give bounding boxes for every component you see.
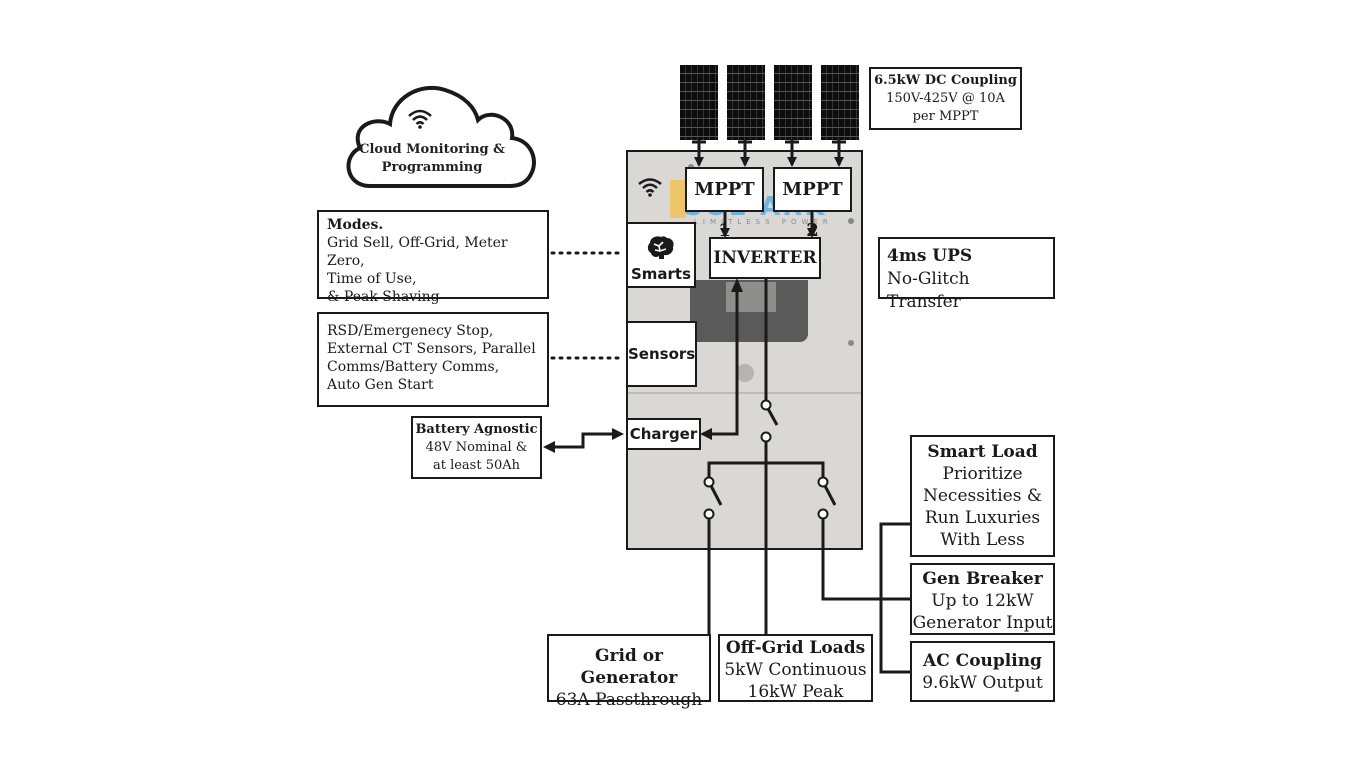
upper-switch-top-contact [760,399,772,411]
brand-logo-subtext: LIMITLESS POWER [694,218,833,226]
grid-generator-box: Grid or Generator 63A Passthrough [547,634,711,710]
charger-box: Charger [626,418,701,450]
brand-logo-sun [670,180,686,218]
ac-coupling-title: AC Coupling [923,651,1042,671]
modes-line: & Peak Shaving [327,289,440,305]
solar-panel-icon [727,65,765,140]
gen-breaker-title: Gen Breaker [922,569,1043,589]
grid-generator-line: 63A Passthrough [555,690,703,710]
smart-load-line: Necessities & [923,486,1042,506]
battery-box: Battery Agnostic 48V Nominal & at least … [411,416,542,479]
battery-voltage: 48V Nominal & [425,440,528,455]
solar-panel-icon [821,65,859,140]
device-screw [848,340,854,346]
mppt1-box: MPPT 1 [685,167,764,241]
smart-load-bracket [879,522,910,674]
offgrid-loads-box: Off-Grid Loads 5kW Continuous 16kW Peak [718,634,873,702]
mppt2-box: MPPT 2 [773,167,852,241]
offgrid-loads-line: 5kW Continuous [724,660,867,680]
inverter-charger-link [706,292,739,436]
modes-box: Modes. Grid Sell, Off-Grid, Meter Zero, … [317,210,549,305]
smart-load-line: With Less [940,530,1025,550]
gen-breaker-box: Gen Breaker Up to 12kW Generator Input [910,563,1055,635]
sensors-info-line: Auto Gen Start [327,377,434,393]
upper-switch-bottom-contact [760,431,772,443]
modes-title: Modes. [327,217,384,233]
cloud-label: Cloud Monitoring & Programming [352,141,512,177]
smarts-label: Smarts [630,265,692,283]
dc-coupling-voltage: 150V-425V @ 10A [886,91,1005,106]
battery-title: Battery Agnostic [415,422,538,437]
dc-coupling-box: 6.5kW DC Coupling 150V-425V @ 10A per MP… [869,67,1022,130]
smart-load-line: Prioritize [942,464,1023,484]
sensors-info-line: RSD/Emergenecy Stop, [327,323,494,339]
device-wifi-icon [638,178,662,197]
cloud-label-line2: Programming [381,160,483,175]
solar-panel-icon [680,65,718,140]
smarts-box: Smarts [626,222,696,288]
battery-charger-link [552,432,614,449]
offgrid-loads-title: Off-Grid Loads [725,638,866,658]
solar-panel-icon [774,65,812,140]
gen-breaker-line: Generator Input [912,613,1053,633]
ac-coupling-line: 9.6kW Output [922,673,1043,693]
ups-box: 4ms UPS No-Glitch Transfer [878,237,1055,312]
modes-line: Grid Sell, Off-Grid, Meter Zero, [327,235,508,269]
ups-title: 4ms UPS [887,246,973,266]
grid-generator-title: Grid or Generator [580,646,678,688]
ac-coupling-box: AC Coupling 9.6kW Output [910,641,1055,702]
inverter-box: INVERTER [709,237,821,279]
dc-coupling-title: 6.5kW DC Coupling [874,73,1017,88]
cloud-wifi-icon [408,109,432,129]
sensors-info-box: RSD/Emergenecy Stop, External CT Sensors… [317,312,549,407]
modes-line: Time of Use, [327,271,417,287]
sensors-info-line: External CT Sensors, Parallel [327,341,536,357]
device-screw [848,218,854,224]
ups-subtitle: No-Glitch Transfer [887,269,970,312]
sensors-box: Sensors [626,321,697,387]
brain-icon [647,236,674,259]
device-divider [628,392,861,394]
sensors-info-line: Comms/Battery Comms, [327,359,500,375]
battery-capacity: at least 50Ah [432,458,521,473]
smart-load-title: Smart Load [927,442,1038,462]
gen-breaker-line: Up to 12kW [931,591,1034,611]
cloud-label-line1: Cloud Monitoring & [359,142,505,157]
dc-coupling-per-mppt: per MPPT [912,109,979,124]
device-button [736,364,754,382]
gen-line [821,519,910,601]
smart-load-box: Smart Load Prioritize Necessities & Run … [910,435,1055,557]
smart-load-line: Run Luxuries [924,508,1041,528]
offgrid-loads-line: 16kW Peak [747,682,844,702]
cloud-icon [346,85,536,188]
